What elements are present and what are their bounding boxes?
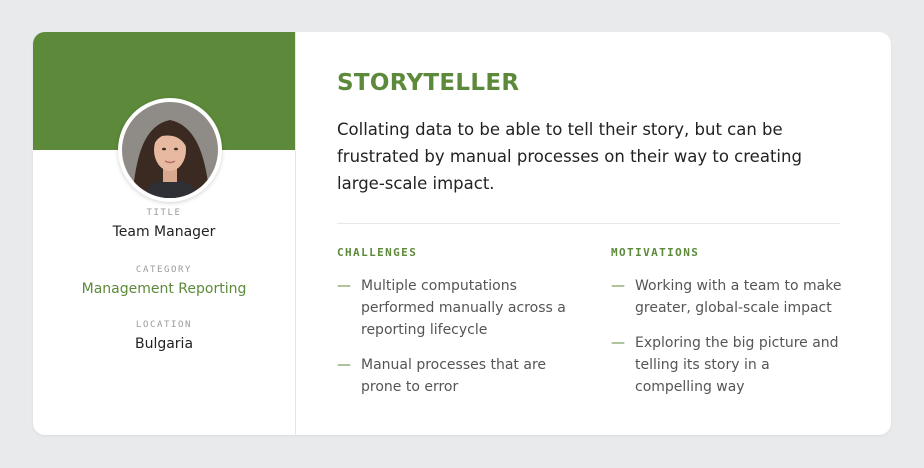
avatar-photo (122, 102, 218, 198)
dash-icon: — (611, 335, 625, 351)
dash-icon: — (337, 357, 351, 373)
motivation-text: Exploring the big picture and telling it… (635, 335, 839, 395)
list-item: — Exploring the big picture and telling … (611, 332, 851, 398)
motivations-column: MOTIVATIONS — Working with a team to mak… (611, 246, 851, 411)
motivation-text: Working with a team to make greater, glo… (635, 278, 842, 316)
title-label: TITLE (146, 208, 182, 218)
title-value: Team Manager (112, 224, 216, 240)
persona-details: STORYTELLER Collating data to be able to… (296, 32, 891, 435)
challenges-column: CHALLENGES — Multiple computations perfo… (337, 246, 611, 411)
category-block: CATEGORY Management Reporting (33, 265, 295, 297)
challenge-text: Manual processes that are prone to error (361, 357, 547, 395)
list-item: — Manual processes that are prone to err… (337, 354, 611, 398)
avatar (118, 98, 222, 202)
persona-summary: Collating data to be able to tell their … (337, 120, 802, 193)
location-value: Bulgaria (134, 336, 194, 352)
challenges-list: — Multiple computations performed manual… (337, 275, 611, 398)
category-label: CATEGORY (135, 265, 193, 275)
motivations-heading: MOTIVATIONS (611, 246, 700, 259)
details-columns: CHALLENGES — Multiple computations perfo… (337, 246, 851, 411)
location-label: LOCATION (135, 320, 193, 330)
location-block: LOCATION Bulgaria (33, 320, 295, 352)
challenges-heading: CHALLENGES (337, 246, 418, 259)
challenge-text: Multiple computations performed manually… (361, 278, 566, 338)
category-value: Management Reporting (81, 281, 247, 297)
list-item: — Working with a team to make greater, g… (611, 275, 851, 319)
dash-icon: — (337, 278, 351, 294)
divider (337, 223, 840, 224)
persona-card: TITLE Team Manager CATEGORY Management R… (33, 32, 891, 435)
list-item: — Multiple computations performed manual… (337, 275, 611, 341)
profile-panel: TITLE Team Manager CATEGORY Management R… (33, 32, 296, 435)
dash-icon: — (611, 278, 625, 294)
motivations-list: — Working with a team to make greater, g… (611, 275, 851, 398)
title-block: TITLE Team Manager (33, 208, 295, 240)
persona-name: STORYTELLER (337, 70, 520, 96)
